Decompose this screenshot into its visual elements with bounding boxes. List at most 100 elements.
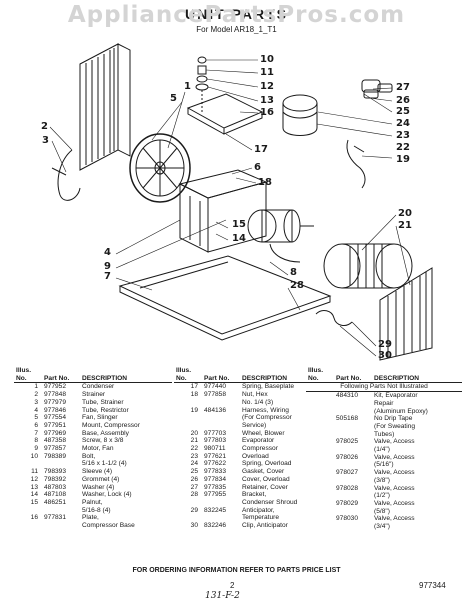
condenser-coil — [79, 43, 131, 171]
part-number-cell — [334, 446, 372, 454]
part-number-cell: 977621 — [204, 452, 227, 460]
callout-27: 27 — [396, 82, 410, 93]
description-cell: Condenser Shroud — [242, 498, 298, 506]
illus-cell — [174, 499, 202, 507]
description-cell: Valve, Access — [374, 499, 415, 507]
illus-cell — [306, 508, 334, 516]
illus-cell — [174, 514, 202, 522]
description-cell: (For Compressor — [242, 414, 292, 422]
description-cell: Valve, Access — [374, 469, 415, 477]
part-number-cell — [334, 508, 372, 516]
description-cell: Valve, Access — [374, 515, 415, 523]
callout-13: 13 — [260, 95, 274, 106]
illus-cell: 28 — [190, 491, 198, 499]
exploded-parts-diagram — [49, 43, 433, 361]
description-cell: Gasket, Cover — [242, 468, 285, 476]
part-number-cell — [334, 423, 372, 431]
description-cell: Plate, — [82, 514, 99, 522]
part-number-cell — [334, 461, 372, 469]
illus-cell — [14, 460, 42, 468]
part-number-cell — [42, 460, 80, 468]
illus-cell — [306, 446, 334, 454]
part-number-cell: 977803 — [204, 437, 227, 445]
description-cell: (1/2") — [374, 492, 390, 500]
part-number-cell: 798393 — [44, 468, 67, 476]
callout-3: 3 — [42, 135, 49, 146]
callout-22: 22 — [396, 142, 410, 153]
header-illus: Illus. No. — [306, 367, 334, 384]
table-row: (5/8") — [306, 508, 462, 516]
part-number-cell: 484136 — [204, 406, 227, 414]
part-number-cell: 798392 — [44, 475, 67, 483]
illus-cell: 12 — [30, 475, 38, 483]
illus-cell: 9 — [34, 445, 38, 453]
part-number-cell: 832246 — [204, 522, 227, 530]
description-cell: Compressor Base — [82, 522, 135, 530]
callout-20: 20 — [398, 208, 412, 219]
part-number-cell: 978029 — [336, 499, 359, 507]
description-cell: (3/8") — [374, 476, 390, 484]
illus-cell — [306, 438, 334, 446]
description-cell: Bracket, — [242, 491, 267, 499]
description-cell: No Drip Tape — [374, 415, 413, 423]
description-cell: (For Sweating — [374, 422, 416, 430]
table-row: 5/16-8 (4) — [14, 507, 172, 515]
part-number-cell: 978026 — [336, 453, 359, 461]
callout-21: 21 — [398, 220, 412, 231]
description-cell: Tubes) — [374, 430, 395, 438]
table-row: (For Compressor — [174, 414, 306, 422]
description-cell: No. 1/4 (3) — [242, 398, 274, 406]
illus-cell: 18 — [190, 391, 198, 399]
illus-cell: 21 — [190, 437, 198, 445]
part-number-cell: 978025 — [336, 438, 359, 446]
description-cell: (5/16") — [374, 461, 394, 469]
callout-23: 23 — [396, 130, 410, 141]
part-number-cell: 977979 — [44, 398, 67, 406]
description-cell: Bolt, — [82, 452, 96, 460]
callout-15: 15 — [232, 219, 246, 230]
description-cell: Compressor — [242, 445, 278, 453]
callout-18: 18 — [258, 177, 272, 188]
illus-cell: 26 — [190, 475, 198, 483]
table-row: (1/2") — [306, 492, 462, 500]
description-cell: (Aluminum Epoxy) — [374, 407, 428, 415]
illus-cell — [174, 422, 202, 430]
table-header-row: Illus. No. Part No. DESCRIPTION — [306, 367, 462, 384]
callout-30: 30 — [378, 350, 392, 361]
callout-28: 28 — [290, 280, 304, 291]
illus-cell: 13 — [30, 483, 38, 491]
anticipator — [315, 310, 353, 326]
callout-2: 2 — [41, 121, 48, 132]
strainer-tube — [57, 149, 81, 201]
description-cell: Overload — [242, 452, 269, 460]
description-cell: Cover, Overload — [242, 475, 290, 483]
description-cell: Tube, Restrictor — [82, 406, 129, 414]
description-cell: Kit, Evaporator — [374, 392, 418, 400]
illus-cell — [306, 523, 334, 531]
handwritten-note: 131-F-2 — [205, 591, 240, 601]
header-illus: Illus. No. — [14, 367, 42, 384]
description-cell: Strainer — [82, 391, 106, 399]
illus-cell: 20 — [190, 429, 198, 437]
part-number-cell: 977846 — [44, 406, 67, 414]
callout-7: 7 — [104, 271, 111, 282]
part-number-cell — [202, 514, 240, 522]
part-number-cell: 977833 — [204, 468, 227, 476]
description-cell: 5/16 x 1-1/2 (4) — [82, 460, 127, 468]
illus-cell — [14, 507, 42, 515]
part-number-cell: 977440 — [204, 383, 227, 391]
parts-table-col3-wrap: Illus. No. Part No. DESCRIPTION Followin… — [306, 367, 462, 531]
